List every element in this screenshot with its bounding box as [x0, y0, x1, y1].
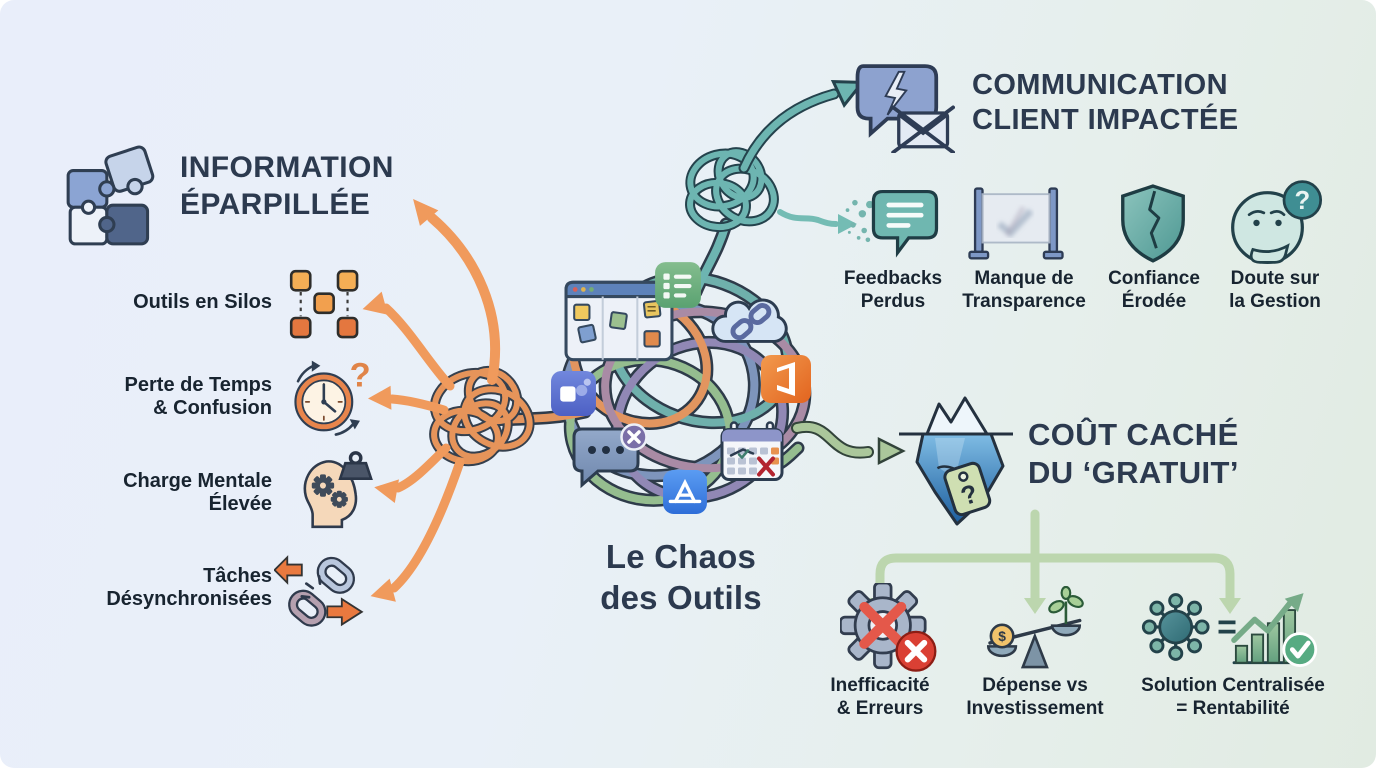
orange-knot: [429, 365, 535, 467]
bottom-right-section-title: COÛT CACHÉ DU ‘GRATUIT’: [1028, 417, 1239, 490]
dissolving-feedback-icon: [840, 186, 944, 262]
orange-arrowheads: [362, 198, 439, 602]
cracked-shield-icon: [1108, 181, 1198, 265]
gear-error-icon: [840, 583, 944, 677]
orange-arrows: [381, 213, 501, 593]
label-doute-sur-la-gestion: Doute sur la Gestion: [1229, 268, 1321, 312]
app-store-icon: [662, 469, 708, 515]
label-depense-vs-investissement: Dépense vs Investissement: [966, 675, 1104, 719]
iceberg-price-icon: ?: [894, 388, 1018, 530]
label-charge-mentale: Charge Mentale Élevée: [123, 470, 272, 516]
label-taches-desynchronisees: Tâches Désynchronisées: [106, 565, 272, 611]
office-suite-icon: [760, 354, 812, 404]
svg-text:=: =: [1217, 608, 1237, 646]
top-right-section-title: COMMUNICATION CLIENT IMPACTÉE: [972, 69, 1239, 136]
doubt-face-icon: ?: [1218, 178, 1328, 266]
svg-text:$: $: [998, 629, 1006, 644]
centralized-solution-icon: =: [1136, 580, 1332, 674]
kanban-board-icon: [564, 280, 674, 362]
svg-text:?: ?: [1294, 187, 1310, 215]
teal-arrowhead-large: [830, 80, 866, 108]
clock-question-icon: ?: [286, 350, 372, 440]
tasks-list-icon: [653, 260, 703, 310]
left-section-title: INFORMATION ÉPARPILLÉE: [180, 151, 394, 221]
broken-message-icon: [850, 58, 955, 153]
branch-connector: [875, 509, 1235, 605]
label-confiance-erodee: Confiance Érodée: [1108, 268, 1200, 312]
calendar-conflict-icon: [719, 421, 785, 484]
teal-arrows: [738, 88, 840, 227]
mental-load-icon: [292, 446, 378, 532]
green-arrow: [791, 420, 874, 459]
teal-knot: [685, 147, 779, 233]
center-title: Le Chaos des Outils: [600, 538, 762, 617]
broken-chain-icon: [274, 550, 366, 630]
chat-error-icon: [568, 423, 648, 493]
label-manque-de-transparence: Manque de Transparence: [962, 268, 1086, 312]
label-outils-en-silos: Outils en Silos: [133, 291, 272, 313]
frosted-panel-icon: [960, 183, 1072, 263]
puzzle-pieces-icon: [60, 138, 172, 250]
label-feedbacks-perdus: Feedbacks Perdus: [843, 268, 943, 312]
cloud-link-icon: [704, 284, 794, 350]
balance-scale-icon: $: [978, 586, 1090, 674]
label-inefficacite-erreurs: Inefficacité & Erreurs: [830, 675, 930, 719]
label-solution-centralisee: Solution Centralisée = Rentabilité: [1141, 675, 1325, 719]
teal-arrowhead-small: [838, 214, 857, 234]
silos-grid-icon: [286, 266, 364, 344]
teams-app-icon: [550, 370, 597, 417]
svg-text:?: ?: [350, 356, 371, 394]
label-perte-de-temps: Perte de Temps & Confusion: [124, 374, 272, 420]
